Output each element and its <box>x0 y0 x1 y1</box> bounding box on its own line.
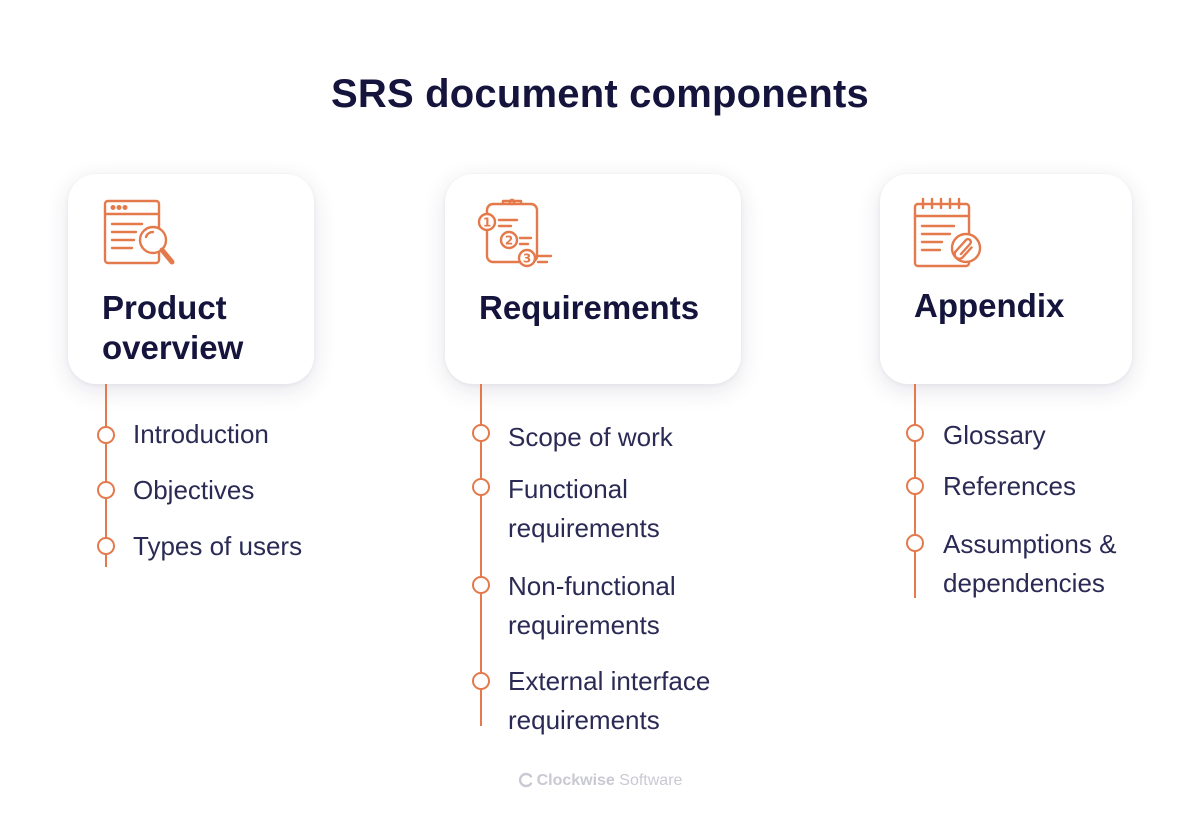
clock-logo-icon <box>518 772 534 793</box>
brand-name-bold: Clockwise <box>536 772 615 789</box>
svg-text:1: 1 <box>483 216 491 230</box>
timeline-dot <box>906 424 924 442</box>
timeline-dot <box>472 672 490 690</box>
svg-text:3: 3 <box>523 252 531 266</box>
timeline-line <box>480 384 482 726</box>
list-item: Functional requirements <box>508 474 660 543</box>
list-item: Types of users <box>133 531 303 561</box>
list-item: External interface requirements <box>508 666 711 735</box>
timeline-dot <box>472 478 490 496</box>
list-item: Objectives <box>133 475 255 505</box>
list-item: Introduction <box>133 419 269 449</box>
timeline-dot <box>472 576 490 594</box>
brand-watermark: Clockwise Software <box>0 772 1200 793</box>
card-appendix: Appendix <box>880 174 1132 384</box>
timeline-dot <box>906 477 924 495</box>
card-product-overview: Product overview <box>68 174 314 384</box>
timeline-line <box>105 384 107 567</box>
list-item: References <box>943 471 1076 501</box>
brand-name-light: Software <box>614 772 683 789</box>
list-item: Non-functional requirements <box>508 571 676 640</box>
timeline-dot <box>97 426 115 444</box>
calendar-attachment-icon <box>912 196 988 272</box>
timeline-dot <box>906 534 924 552</box>
document-search-icon <box>102 196 178 272</box>
page-title: SRS document components <box>331 72 869 116</box>
timeline-dot <box>97 537 115 555</box>
list-item: Glossary <box>943 420 1046 450</box>
card-heading: Requirements <box>479 289 700 326</box>
card-heading: Appendix <box>914 287 1065 324</box>
svg-text:2: 2 <box>505 234 513 248</box>
timeline-dot <box>97 481 115 499</box>
list-item: Scope of work <box>508 422 673 452</box>
list-item: Assumptions & dependencies <box>943 529 1117 598</box>
numbered-clipboard-icon: 1 2 3 <box>475 196 555 276</box>
card-requirements: 1 2 3 Requirements <box>445 174 741 384</box>
timeline-dot <box>472 424 490 442</box>
card-heading: Product overview <box>102 289 244 366</box>
